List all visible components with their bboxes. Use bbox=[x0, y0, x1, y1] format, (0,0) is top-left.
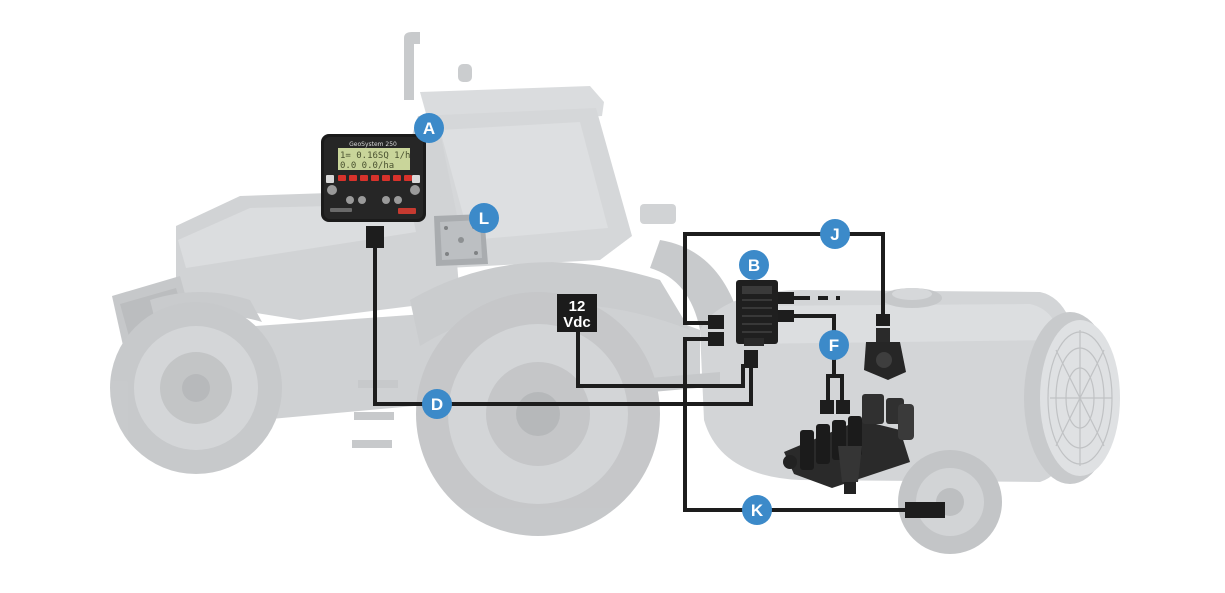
sprayer-illustration bbox=[650, 288, 1120, 554]
connector-wheel-sensor bbox=[905, 502, 945, 518]
valve-manifold bbox=[783, 394, 914, 494]
connector-console bbox=[366, 226, 384, 248]
console-brand: GeoSystem 250 bbox=[349, 141, 397, 148]
connector-junction-left-bottom bbox=[708, 332, 724, 346]
badge-a: A bbox=[414, 113, 444, 143]
console-lcd-line2: 0.0 0.0/ha bbox=[340, 161, 394, 171]
connector-junction-right-top bbox=[778, 292, 794, 304]
console-lcd-line1: 1= 0.16SQ 1/h bbox=[340, 151, 410, 161]
power-supply-label: 12 Vdc bbox=[557, 294, 597, 332]
connector-junction-bottom bbox=[744, 350, 758, 368]
badge-f: F bbox=[819, 330, 849, 360]
cable-console-to-junction bbox=[373, 246, 753, 406]
badge-d: D bbox=[422, 389, 452, 419]
badge-k-label: K bbox=[751, 501, 764, 520]
badge-b: B bbox=[739, 250, 769, 280]
connector-valve-1 bbox=[820, 400, 834, 414]
badge-l-label: L bbox=[479, 209, 489, 228]
badge-l: L bbox=[469, 203, 499, 233]
junction-box bbox=[736, 280, 778, 346]
badge-k: K bbox=[742, 495, 772, 525]
power-unit: Vdc bbox=[563, 314, 591, 331]
console-switches bbox=[327, 185, 420, 204]
badge-b-label: B bbox=[748, 256, 760, 275]
cable-k-to-wheel-sensor bbox=[683, 337, 905, 512]
badge-a-label: A bbox=[423, 119, 435, 138]
connector-junction-right-bottom bbox=[778, 310, 794, 322]
badge-f-label: F bbox=[829, 336, 839, 355]
power-voltage: 12 bbox=[569, 298, 586, 315]
tractor-illustration bbox=[110, 32, 740, 536]
callout-badges: A L J B F D K bbox=[414, 113, 850, 525]
badge-j-label: J bbox=[830, 225, 839, 244]
cable-12vdc-to-junction bbox=[576, 330, 745, 388]
connectors bbox=[366, 226, 945, 518]
console-unit: GeoSystem 250 1= 0.16SQ 1/h 0.0 0.0/ha bbox=[321, 134, 426, 222]
connector-valve-2 bbox=[836, 400, 850, 414]
console-section-buttons bbox=[338, 175, 412, 181]
badge-d-label: D bbox=[431, 395, 443, 414]
wiring-harness bbox=[373, 232, 905, 512]
badge-j: J bbox=[820, 219, 850, 249]
pressure-sensor bbox=[864, 328, 906, 380]
connector-pressure bbox=[876, 314, 890, 326]
cable-j-to-pressure-sensor bbox=[683, 232, 885, 325]
console-lcd bbox=[338, 148, 410, 170]
connector-junction-left-top bbox=[708, 315, 724, 329]
